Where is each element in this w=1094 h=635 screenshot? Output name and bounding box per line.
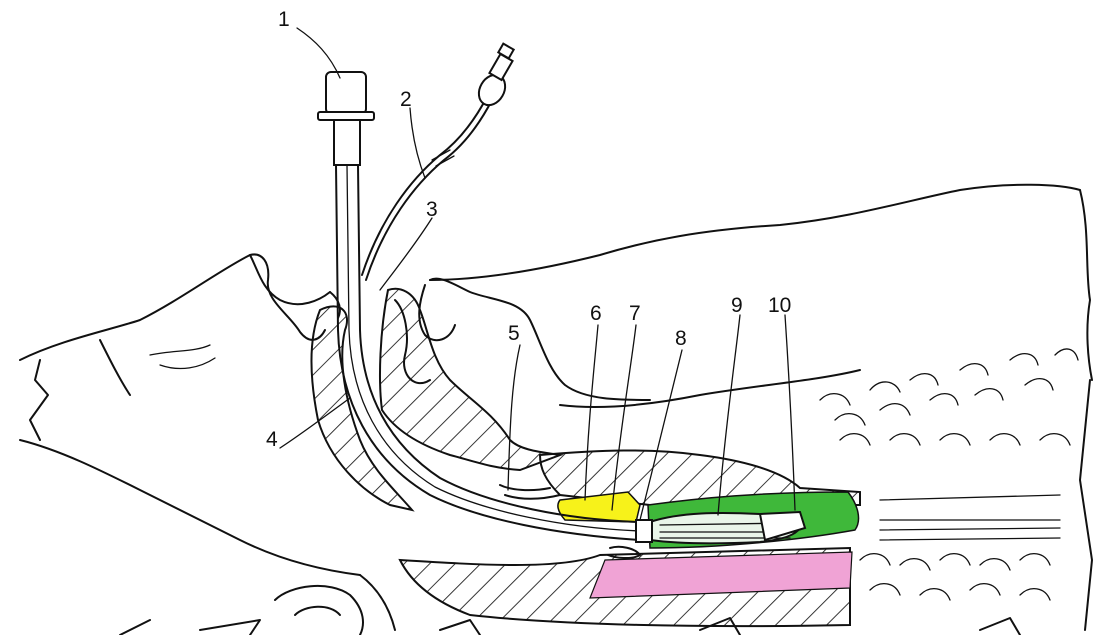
tongue-hatch (380, 289, 560, 470)
label-9: 9 (731, 294, 743, 317)
label-5: 5 (508, 322, 520, 345)
label-4: 4 (266, 428, 278, 451)
label-6: 6 (590, 302, 602, 325)
label-10: 10 (768, 294, 791, 317)
label-7: 7 (629, 302, 641, 325)
tube-connector (326, 72, 366, 114)
tube-flange (318, 112, 374, 120)
label-3: 3 (426, 198, 438, 221)
label-8: 8 (675, 327, 687, 350)
label-2: 2 (400, 88, 412, 111)
label-1: 1 (278, 8, 290, 31)
